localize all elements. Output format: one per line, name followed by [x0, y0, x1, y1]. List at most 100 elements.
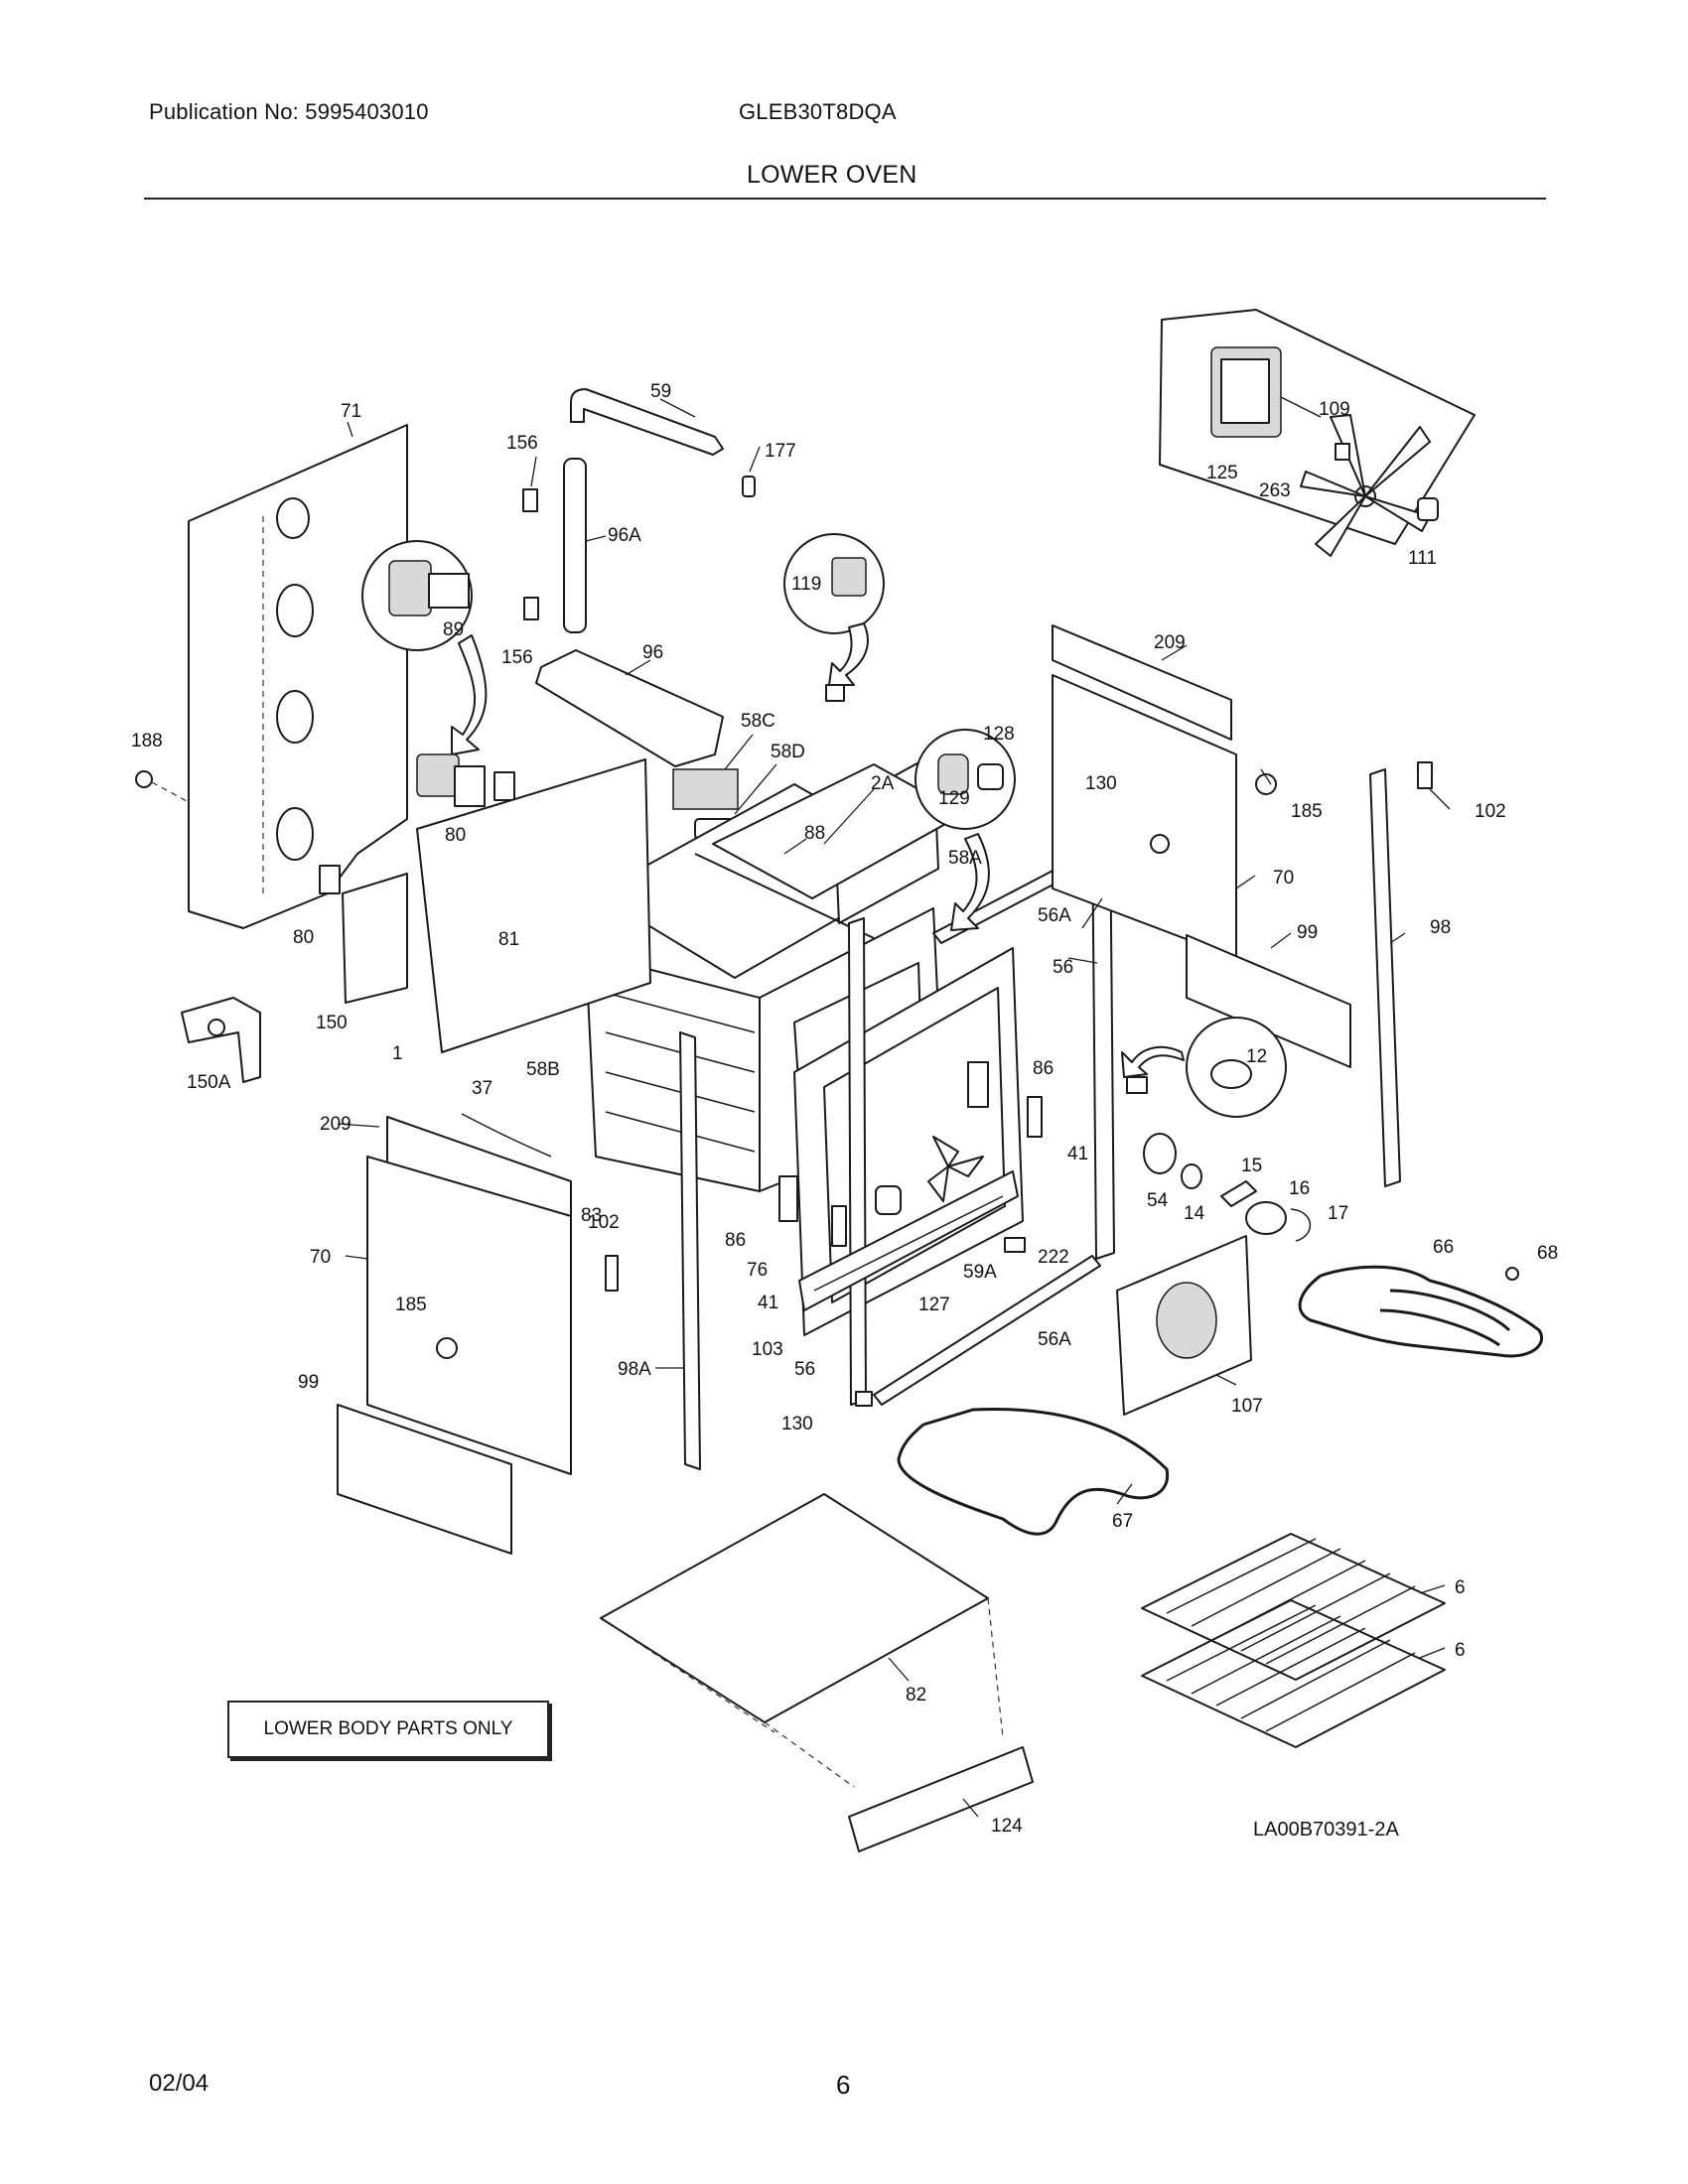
clip-86-right — [967, 1061, 989, 1108]
callout-150a: 150A — [187, 1072, 231, 1093]
callout-68: 68 — [1537, 1243, 1558, 1264]
callout-54: 54 — [1147, 1190, 1169, 1211]
bulb-15 — [1220, 1180, 1257, 1207]
callout-58a: 58A — [948, 848, 982, 869]
page-number: 6 — [836, 2070, 851, 2100]
callout-56-left: 56 — [794, 1359, 815, 1380]
callout-56a-bottom: 56A — [1038, 1329, 1071, 1350]
callout-70-left: 70 — [310, 1247, 331, 1268]
magnifier-12 — [1121, 1017, 1287, 1118]
callout-67: 67 — [1112, 1511, 1133, 1532]
plug-185-left — [436, 1337, 458, 1359]
callout-41-left: 41 — [758, 1293, 778, 1313]
vent-duct — [535, 388, 756, 767]
callout-130-bottom: 130 — [781, 1414, 813, 1434]
callout-88: 88 — [804, 823, 825, 844]
callout-59: 59 — [650, 381, 671, 402]
oven-bottom-82 — [600, 1493, 989, 1723]
screw-68 — [1505, 1267, 1519, 1281]
callout-102-right: 102 — [1475, 801, 1506, 822]
callout-99-left: 99 — [298, 1372, 319, 1393]
leader-lines — [337, 398, 1451, 1818]
fan-59a — [927, 1136, 984, 1202]
sensor-127 — [875, 1185, 902, 1215]
lamp-receptacle-54 — [1143, 1133, 1177, 1174]
callout-111: 111 — [1408, 548, 1437, 569]
callout-56-right: 56 — [1053, 957, 1073, 978]
publication-number: Publication No: 5995403010 — [149, 99, 429, 124]
plug-185-right — [1255, 773, 1277, 795]
callout-103: 103 — [752, 1339, 783, 1360]
callout-6-lower: 6 — [1455, 1640, 1466, 1661]
callout-222: 222 — [1038, 1247, 1069, 1268]
note-box: LOWER BODY PARTS ONLY — [227, 1701, 549, 1758]
side-panel-70-left — [366, 1156, 572, 1475]
callout-17: 17 — [1328, 1203, 1348, 1224]
bracket-222 — [1004, 1237, 1026, 1253]
convection-motor-assembly — [416, 753, 486, 807]
callout-96a: 96A — [608, 525, 641, 546]
callout-188: 188 — [131, 731, 163, 751]
clip-177 — [742, 476, 756, 497]
drawing-id: LA00B70391-2A — [1253, 1819, 1399, 1841]
callout-12: 12 — [1246, 1046, 1267, 1067]
callout-129: 129 — [938, 788, 970, 809]
callout-177: 177 — [765, 441, 796, 462]
callout-14: 14 — [1184, 1203, 1205, 1224]
callout-83: 83 — [581, 1205, 602, 1226]
callout-58b: 58B — [526, 1059, 560, 1080]
callout-59a: 59A — [963, 1262, 997, 1283]
column-56-left — [848, 917, 867, 1406]
callout-86-left: 86 — [725, 1230, 746, 1251]
callout-185-left: 185 — [395, 1295, 427, 1315]
sensor-119 — [825, 684, 845, 702]
callout-56a-top: 56A — [1038, 905, 1071, 926]
magnifier-89 — [361, 540, 488, 755]
callout-81: 81 — [498, 929, 519, 950]
callout-2a: 2A — [871, 773, 895, 794]
footer-date: 02/04 — [149, 2070, 210, 2097]
bracket-150a — [181, 997, 261, 1083]
callout-16: 16 — [1289, 1178, 1310, 1199]
callout-86-right: 86 — [1033, 1058, 1054, 1079]
callout-1: 1 — [392, 1043, 403, 1064]
callout-127: 127 — [918, 1295, 950, 1315]
callout-80-top: 80 — [445, 825, 466, 846]
bake-element-67 — [897, 1407, 1170, 1536]
insulation-58c — [672, 768, 739, 810]
callout-119: 119 — [791, 574, 821, 595]
callout-124: 124 — [991, 1816, 1023, 1837]
callout-41-right: 41 — [1067, 1144, 1088, 1164]
kick-panel-99-left — [337, 1404, 512, 1555]
rail-56a-bottom — [873, 1255, 1101, 1406]
callout-96: 96 — [642, 642, 663, 663]
drawer-124 — [848, 1746, 1034, 1852]
callout-263: 263 — [1259, 480, 1291, 501]
fan-motor-inset — [1159, 309, 1476, 557]
clip-41-right — [1027, 1096, 1043, 1138]
callout-76: 76 — [747, 1260, 768, 1281]
kick-panel-99-right — [1186, 934, 1351, 1068]
gasket-14 — [1181, 1163, 1202, 1189]
spacer-130-bottom — [855, 1391, 873, 1407]
rear-panel — [188, 424, 408, 929]
part-callouts: 71 59 156 177 96A 89 156 119 96 58C 58D … — [131, 381, 1558, 1837]
callout-70-right: 70 — [1273, 868, 1294, 888]
callout-150: 150 — [316, 1013, 348, 1033]
model-number: GLEB30T8DQA — [739, 99, 897, 124]
callout-58c: 58C — [741, 711, 775, 732]
section-title: LOWER OVEN — [747, 161, 917, 189]
fan-nut — [1335, 443, 1350, 461]
clip-17 — [1290, 1208, 1312, 1242]
broil-element-66 — [1298, 1265, 1543, 1358]
vent-103 — [798, 1170, 1019, 1311]
callout-98a: 98A — [618, 1359, 651, 1380]
transformer-150 — [342, 873, 408, 1004]
callout-156-bottom: 156 — [501, 647, 533, 668]
gasket-88 — [694, 853, 875, 939]
callout-89: 89 — [443, 619, 464, 640]
callout-209-right: 209 — [1154, 632, 1186, 653]
header-rule — [144, 198, 1546, 200]
bracket-102-right — [1417, 761, 1433, 789]
